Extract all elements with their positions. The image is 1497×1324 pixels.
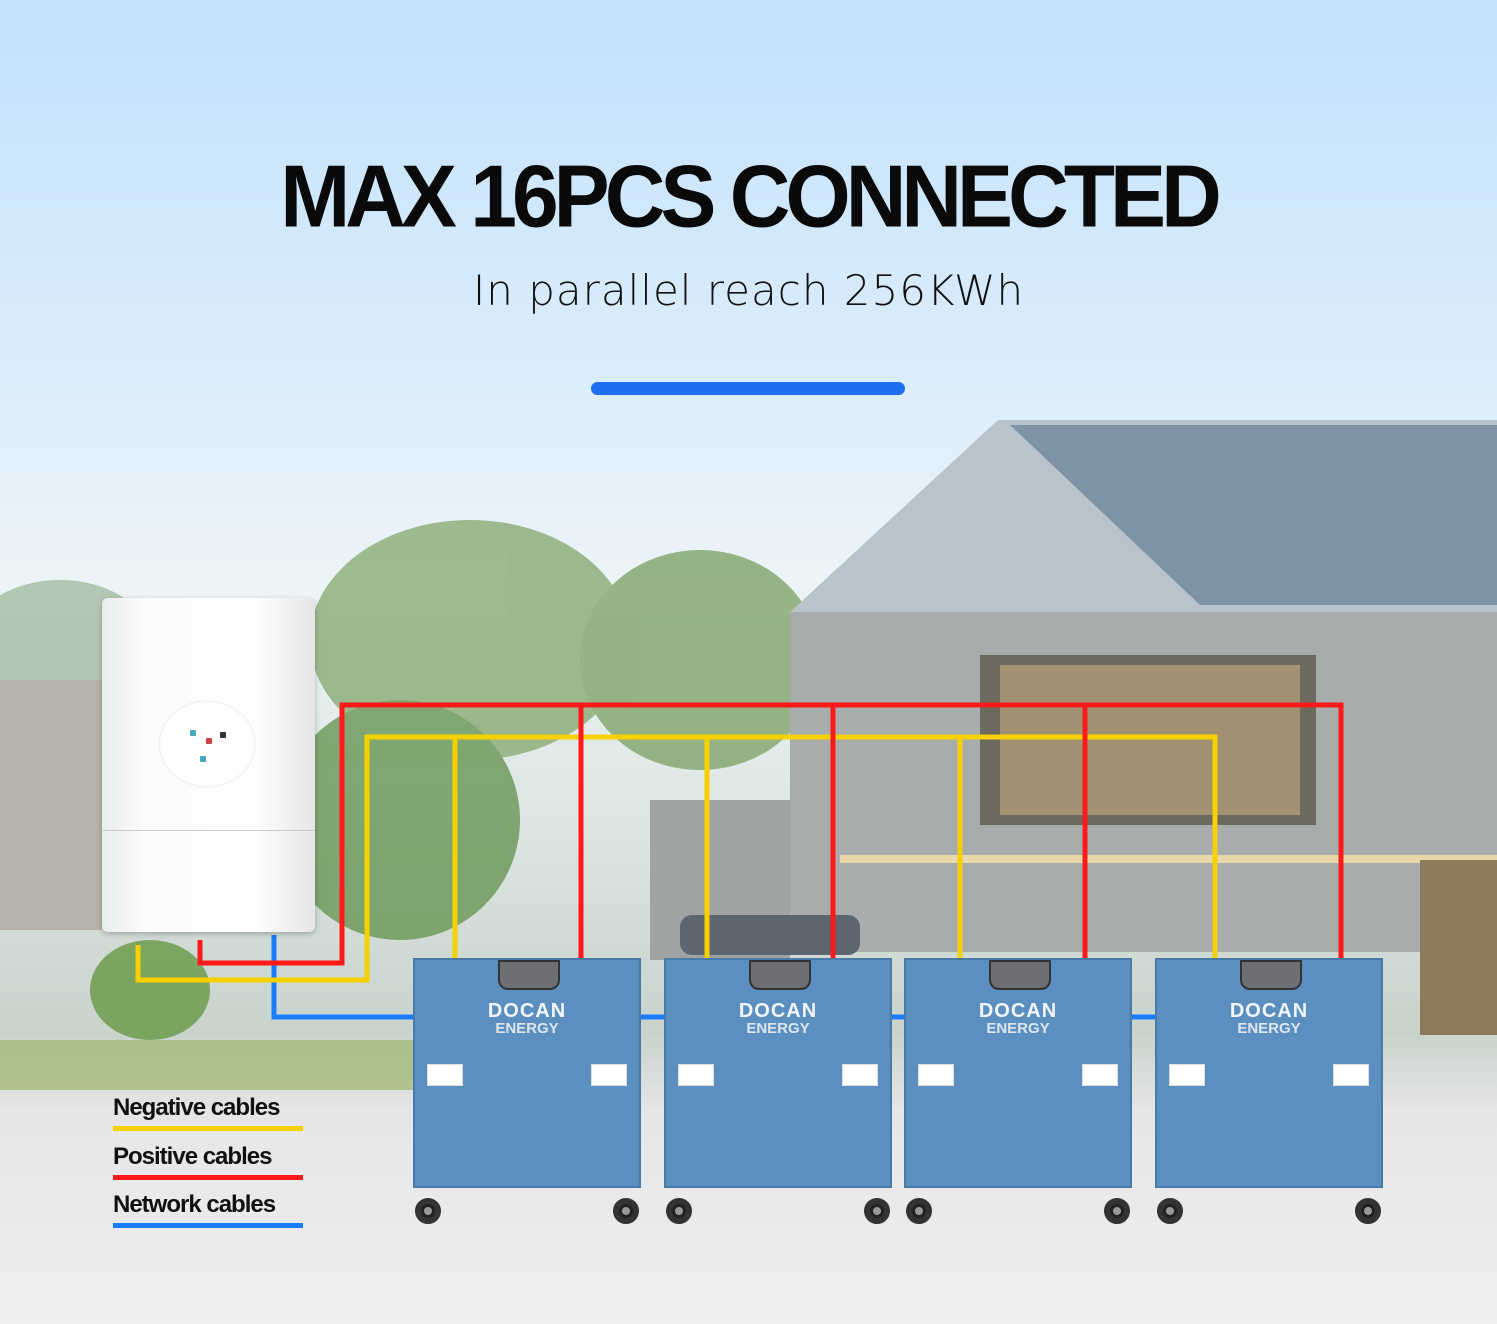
battery-logo-sub: ENERGY bbox=[746, 1020, 810, 1037]
battery-handle bbox=[918, 1064, 954, 1086]
house bbox=[0, 420, 1497, 1035]
battery-port bbox=[498, 960, 560, 990]
negative-cable bbox=[135, 734, 1218, 983]
battery-handle bbox=[842, 1064, 878, 1086]
battery-port bbox=[989, 960, 1051, 990]
inverter-display bbox=[160, 702, 254, 786]
battery-logo: DOCAN bbox=[1229, 1000, 1309, 1022]
wheel-icon bbox=[864, 1192, 890, 1224]
battery-logo: DOCAN bbox=[978, 1000, 1058, 1022]
wheel-icon bbox=[1104, 1192, 1130, 1224]
wheel-icon bbox=[415, 1192, 441, 1224]
wheel-icon bbox=[613, 1192, 639, 1224]
legend-label: Positive cables bbox=[113, 1143, 272, 1170]
page-title: MAX 16PCS CONNECTED bbox=[280, 146, 1222, 246]
battery-logo: DOCAN bbox=[738, 1000, 818, 1022]
legend-network: Network cables bbox=[113, 1191, 303, 1228]
legend-swatch-network bbox=[113, 1223, 303, 1228]
legend-swatch-negative bbox=[113, 1126, 303, 1131]
legend-swatch-positive bbox=[113, 1175, 303, 1180]
legend-negative: Negative cables bbox=[113, 1094, 303, 1131]
wheel-icon bbox=[906, 1192, 932, 1224]
battery-unit: DOCAN ENERGY bbox=[413, 958, 641, 1224]
accent-divider bbox=[591, 382, 905, 395]
legend-label: Network cables bbox=[113, 1191, 276, 1218]
battery-logo: DOCAN bbox=[487, 1000, 567, 1022]
battery-unit: DOCAN ENERGY bbox=[904, 958, 1132, 1224]
hedge bbox=[0, 1040, 420, 1090]
battery-logo-sub: ENERGY bbox=[495, 1020, 559, 1037]
battery-logo-sub: ENERGY bbox=[1237, 1020, 1301, 1037]
legend-label: Negative cables bbox=[113, 1094, 280, 1121]
battery-unit: DOCAN ENERGY bbox=[1155, 958, 1383, 1224]
cable-diagram bbox=[135, 702, 1344, 1020]
battery-handle bbox=[1333, 1064, 1369, 1086]
battery-handle bbox=[678, 1064, 714, 1086]
battery-handle bbox=[591, 1064, 627, 1086]
battery-logo-sub: ENERGY bbox=[986, 1020, 1050, 1037]
battery-handle bbox=[1169, 1064, 1205, 1086]
inverter-divider bbox=[102, 830, 315, 831]
battery-unit: DOCAN ENERGY bbox=[664, 958, 892, 1224]
battery-handle bbox=[427, 1064, 463, 1086]
positive-cable bbox=[197, 702, 1344, 966]
wheel-icon bbox=[1157, 1192, 1183, 1224]
battery-port bbox=[1240, 960, 1302, 990]
battery-port bbox=[749, 960, 811, 990]
battery-handle bbox=[1082, 1064, 1118, 1086]
wheel-icon bbox=[666, 1192, 692, 1224]
legend-positive: Positive cables bbox=[113, 1143, 303, 1180]
wheel-icon bbox=[1355, 1192, 1381, 1224]
page-subtitle: In parallel reach 256KWh bbox=[472, 266, 1025, 315]
hybrid-inverter bbox=[102, 598, 315, 932]
